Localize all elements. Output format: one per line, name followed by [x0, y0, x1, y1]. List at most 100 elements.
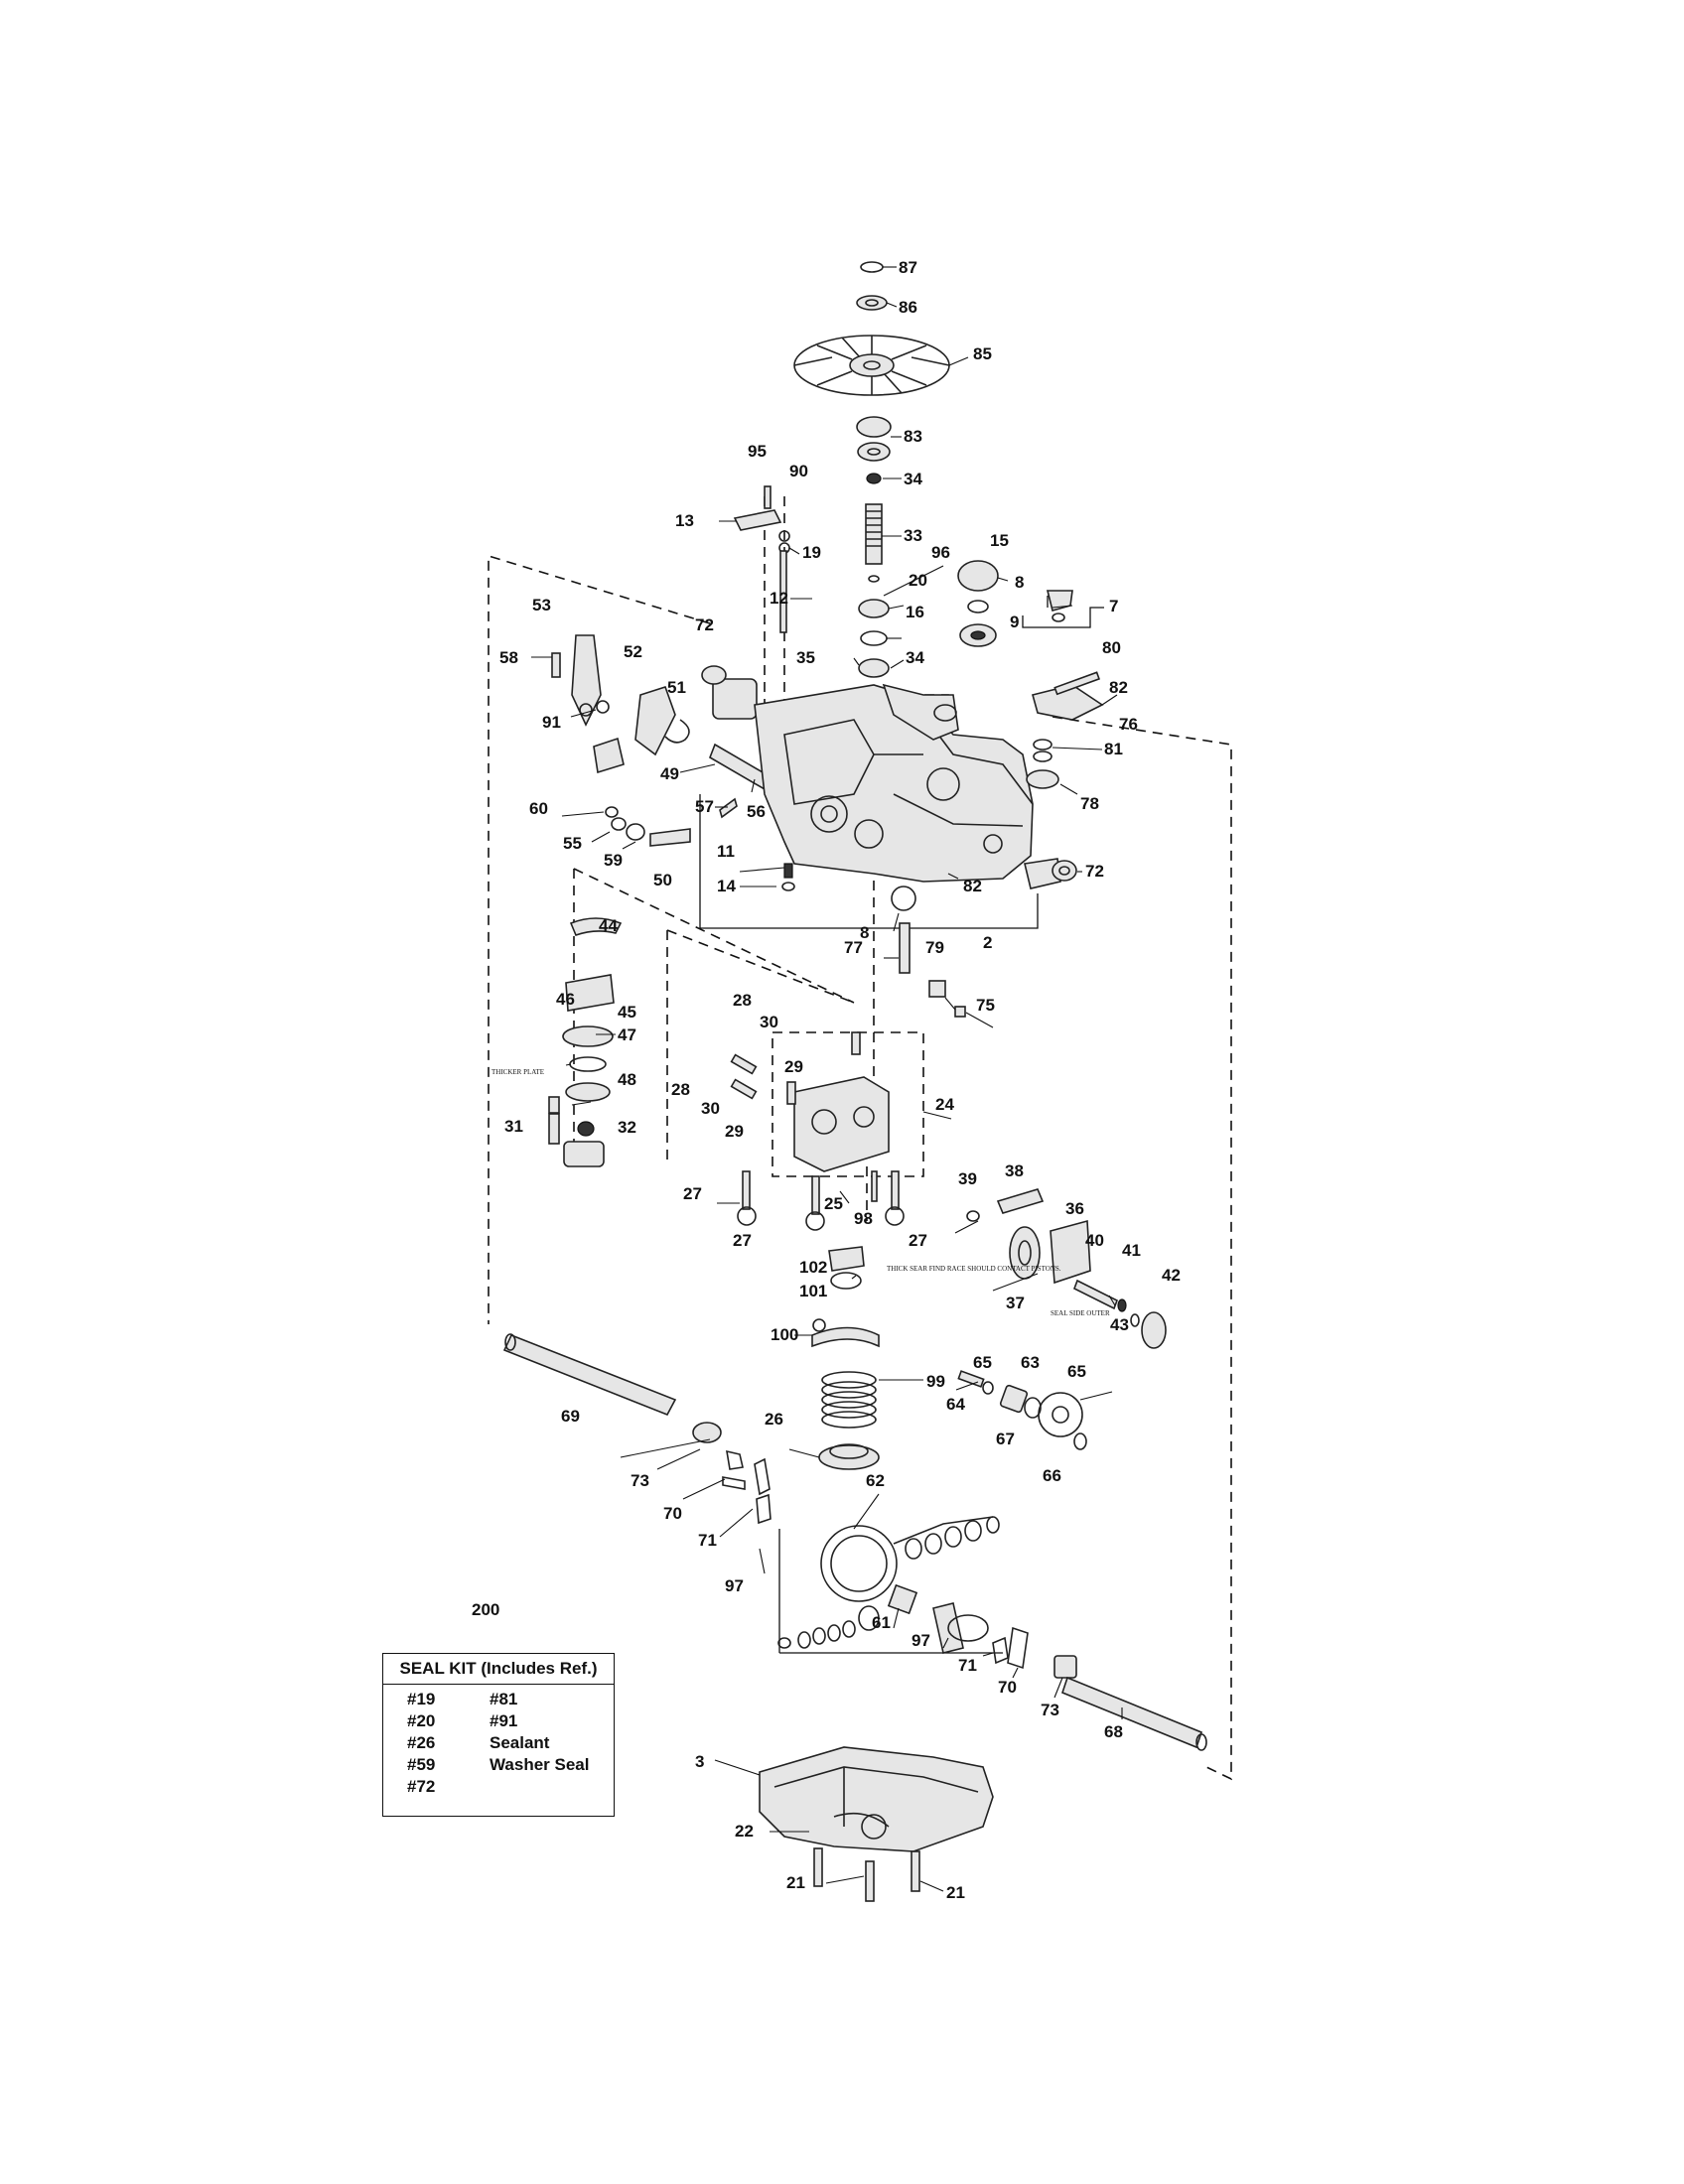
part-label: 34	[904, 470, 922, 488]
part-label: 25	[824, 1194, 843, 1213]
part-label: 27	[909, 1231, 927, 1250]
part-label: 87	[899, 258, 917, 277]
center-block	[730, 1031, 905, 1231]
part-label: 56	[747, 802, 766, 821]
seal-kit-item: Washer Seal	[490, 1755, 590, 1774]
part-label: 24	[935, 1095, 954, 1114]
part-label: 71	[698, 1531, 717, 1550]
part-label: 68	[1104, 1722, 1123, 1741]
part-label: 52	[624, 642, 642, 661]
part-label: 72	[695, 615, 714, 634]
part-label: 72	[1085, 862, 1104, 881]
part-label: 27	[683, 1184, 702, 1203]
part-label: 40	[1085, 1231, 1104, 1250]
left-piston-stack	[548, 917, 623, 1167]
part-label: 14	[717, 877, 736, 895]
part-label: 57	[695, 797, 714, 816]
part-label: 20	[909, 571, 927, 590]
part-label: 65	[973, 1353, 992, 1372]
part-label: 15	[990, 531, 1009, 550]
part-label: 82	[1109, 678, 1128, 697]
part-label: 102	[799, 1258, 827, 1277]
part-label: 8	[860, 923, 869, 942]
leader-lines	[531, 266, 1123, 1892]
note-thicker-plate: THICKER PLATE	[491, 1068, 544, 1076]
part-label: 61	[872, 1613, 891, 1632]
part-label: 11	[717, 842, 735, 861]
part-label: 29	[784, 1057, 803, 1076]
part-label: 39	[958, 1169, 977, 1188]
part-label: 34	[906, 648, 924, 667]
seal-kit-item: #91	[490, 1711, 518, 1730]
seal-kit-item: #59	[407, 1755, 436, 1774]
part-label: 22	[735, 1822, 754, 1841]
part-label: 58	[499, 648, 518, 667]
part-labels: 87 86 85 83 34 95 90 13 33 19 96 15 12 2…	[499, 258, 1181, 1902]
part-label: 26	[765, 1410, 783, 1429]
part-label: 73	[631, 1471, 649, 1490]
part-label: 95	[748, 442, 767, 461]
part-label: 32	[618, 1118, 636, 1137]
part-label: 28	[671, 1080, 690, 1099]
part-label: 46	[556, 990, 575, 1009]
lower-housing	[759, 1746, 994, 1902]
center-spring-stack	[811, 1246, 880, 1470]
part-label: 50	[653, 871, 672, 889]
seal-kit-item: #72	[407, 1777, 436, 1796]
part-label: 9	[1010, 613, 1019, 631]
part-label: 64	[946, 1395, 965, 1414]
part-label: 44	[599, 916, 618, 935]
part-label: 42	[1162, 1266, 1181, 1285]
part-label: 36	[1065, 1199, 1084, 1218]
part-label: 30	[760, 1013, 778, 1031]
part-label: 41	[1122, 1241, 1141, 1260]
part-label: 51	[667, 678, 686, 697]
part-label: 59	[604, 851, 623, 870]
part-label: 75	[976, 996, 995, 1015]
note-seal-side: SEAL SIDE OUTER	[1051, 1309, 1110, 1317]
part-label: 65	[1067, 1362, 1086, 1381]
part-label: 69	[561, 1407, 580, 1426]
part-label: 91	[542, 713, 561, 732]
part-label: 78	[1080, 794, 1099, 813]
part-label: 7	[1109, 597, 1118, 615]
seal-kit-item: #19	[407, 1690, 436, 1708]
part-label: 19	[802, 543, 821, 562]
part-label: 77	[844, 938, 863, 957]
control-lever-parts	[551, 485, 795, 891]
part-label: 2	[983, 933, 992, 952]
part-label: 21	[946, 1883, 965, 1902]
seal-kit-item: #26	[407, 1733, 436, 1752]
part-label: 97	[725, 1576, 744, 1595]
part-label: 49	[660, 764, 679, 783]
part-label: 96	[931, 543, 950, 562]
part-label: 38	[1005, 1161, 1024, 1180]
note-thrust-washer: THICK SEAR FIND RACE SHOULD CONTACT PIST…	[887, 1265, 1061, 1273]
seal-kit-item: #20	[407, 1711, 436, 1730]
part-label: 33	[904, 526, 922, 545]
part-label: 27	[733, 1231, 752, 1250]
part-label: 73	[1041, 1701, 1059, 1719]
motor-gear-parts	[957, 1188, 1167, 1450]
part-label: 97	[912, 1631, 930, 1650]
main-housing	[754, 683, 1034, 883]
part-label: 100	[771, 1325, 798, 1344]
part-label: 86	[899, 298, 917, 317]
part-label: 82	[963, 877, 982, 895]
part-label: 16	[906, 603, 924, 621]
part-label: 76	[1119, 715, 1138, 734]
part-label: 35	[796, 648, 815, 667]
assembly-brackets	[699, 596, 1104, 1654]
part-label: 53	[532, 596, 551, 614]
cooling-fan-stack	[793, 261, 950, 695]
part-label: 55	[563, 834, 582, 853]
differential-assembly	[502, 1333, 1207, 1751]
right-side-parts	[891, 560, 1104, 1018]
part-label: 79	[925, 938, 944, 957]
part-label: 28	[733, 991, 752, 1010]
part-label: 67	[996, 1430, 1015, 1448]
seal-kit-table: SEAL KIT (Includes Ref.) #19 #20 #26 #59…	[382, 1653, 615, 1817]
part-label: 63	[1021, 1353, 1040, 1372]
part-label: 21	[786, 1873, 805, 1892]
